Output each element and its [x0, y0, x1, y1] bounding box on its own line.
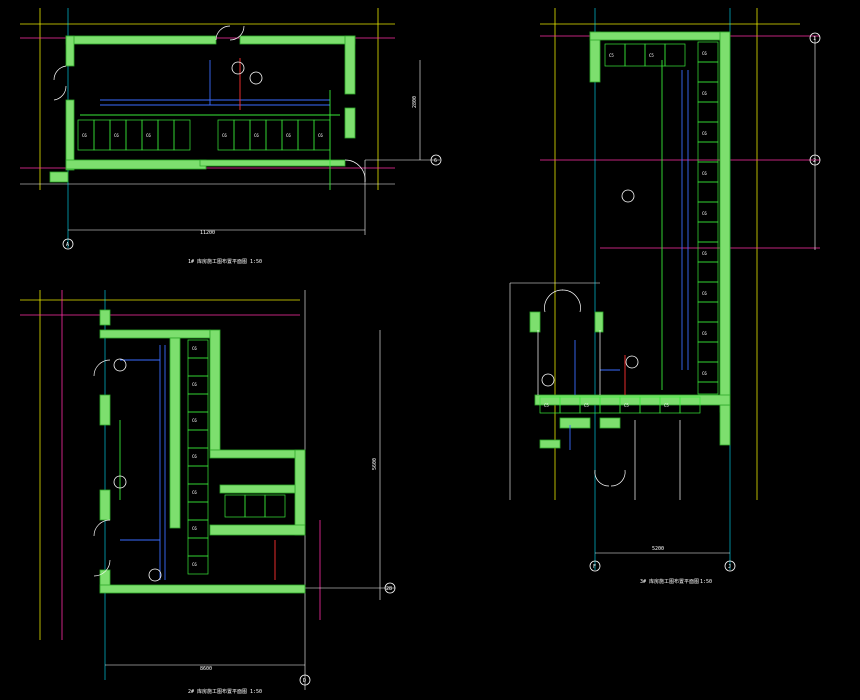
symbol-circle: [113, 475, 127, 489]
plan-right-dimension: 5200: [652, 546, 664, 552]
cell-label: C6: [192, 454, 197, 459]
axis-label-d: D: [303, 678, 306, 684]
symbol-circle: [231, 61, 245, 75]
cell-label: C6: [192, 382, 197, 387]
cell-label: C5: [584, 403, 589, 408]
cell-label: C6: [192, 562, 197, 567]
axis-bubble-j: [724, 560, 736, 572]
cell-label: C6: [192, 346, 197, 351]
cell-label: C6: [222, 133, 227, 138]
cell-label: C6: [702, 51, 707, 56]
cell-label: C6: [702, 291, 707, 296]
symbol-circle: [621, 189, 635, 203]
cell-label: C6: [146, 133, 151, 138]
axis-bubble-d: [299, 674, 311, 686]
symbol-circle: [249, 71, 263, 85]
cell-label: C6: [702, 251, 707, 256]
cell-label: C5: [609, 53, 614, 58]
cell-label: C5: [664, 403, 669, 408]
plan-top-left-cabinets: C6 C6 C6 C6 C6 C6 C6: [77, 119, 331, 151]
cell-label: C5: [624, 403, 629, 408]
symbol-circle: [113, 358, 127, 372]
plan-bottom-left-cabinets: C6 C6 C6 C6 C6 C6 C6: [187, 339, 286, 575]
axis-label-f: F: [593, 564, 596, 570]
cell-label: C5: [649, 53, 654, 58]
cell-label: C6: [702, 91, 707, 96]
symbol-circle: [148, 568, 162, 582]
cell-label: C6: [192, 490, 197, 495]
symbol-circle: [625, 355, 639, 369]
axis-label-6: 6: [434, 158, 437, 164]
cell-label: C6: [192, 418, 197, 423]
cell-label: C6: [318, 133, 323, 138]
axis-label-a: A: [66, 242, 69, 248]
plan-bottom-left-side-dim: 5600: [372, 458, 378, 470]
cell-label: C6: [702, 171, 707, 176]
cell-label: C6: [114, 133, 119, 138]
cell-label: C6: [254, 133, 259, 138]
cell-label: C5: [544, 403, 549, 408]
plan-bottom-left-dimension: 8600: [200, 666, 212, 672]
plan-right: C6 C6 C6 C6 C6 C6 C6 C6 C6 C5 C5 C5 C5 C…: [509, 8, 821, 585]
axis-label-1: 1: [813, 36, 816, 42]
axis-bubble-28: [384, 582, 396, 594]
axis-bubble-1: [809, 32, 821, 44]
cell-label: C6: [286, 133, 291, 138]
plan-top-left-scale: 1:50: [250, 259, 262, 265]
cell-label: C6: [702, 371, 707, 376]
symbol-circle: [541, 373, 555, 387]
axis-label-28: 28: [386, 586, 392, 592]
cell-label: C6: [702, 211, 707, 216]
axis-bubble-a: [62, 238, 74, 250]
plan-top-left: C6 C6 C6 C6 C6 C6 C6 6 A 11200 2800 1# 库…: [20, 8, 442, 265]
cell-label: C6: [702, 331, 707, 336]
plan-top-left-title: 1# 库房施工图布置平面图: [188, 258, 247, 265]
cell-label: C6: [702, 131, 707, 136]
axis-bubble-2: [809, 154, 821, 166]
plan-bottom-left-title: 2# 库房施工图布置平面图: [188, 688, 247, 695]
axis-label-2: 2: [813, 158, 816, 164]
cell-label: C6: [82, 133, 87, 138]
plan-right-title: 3# 库房施工图布置平面图: [640, 578, 699, 585]
axis-bubble-6: [430, 154, 442, 166]
axis-bubble-f: [589, 560, 601, 572]
cell-label: C6: [192, 526, 197, 531]
plan-right-scale: 1:50: [700, 579, 712, 585]
plan-top-left-dimension: 11200: [200, 230, 215, 236]
plan-bottom-left-scale: 1:50: [250, 689, 262, 695]
plan-bottom-left: C6 C6 C6 C6 C6 C6 C6 28 D 8600 5600 2# 库…: [20, 290, 396, 695]
plan-top-left-side-dim: 2800: [412, 96, 418, 108]
axis-label-j: J: [728, 564, 731, 570]
plan-right-cabinets: C6 C6 C6 C6 C6 C6 C6 C6 C6 C5 C5 C5 C5 C…: [539, 41, 719, 414]
